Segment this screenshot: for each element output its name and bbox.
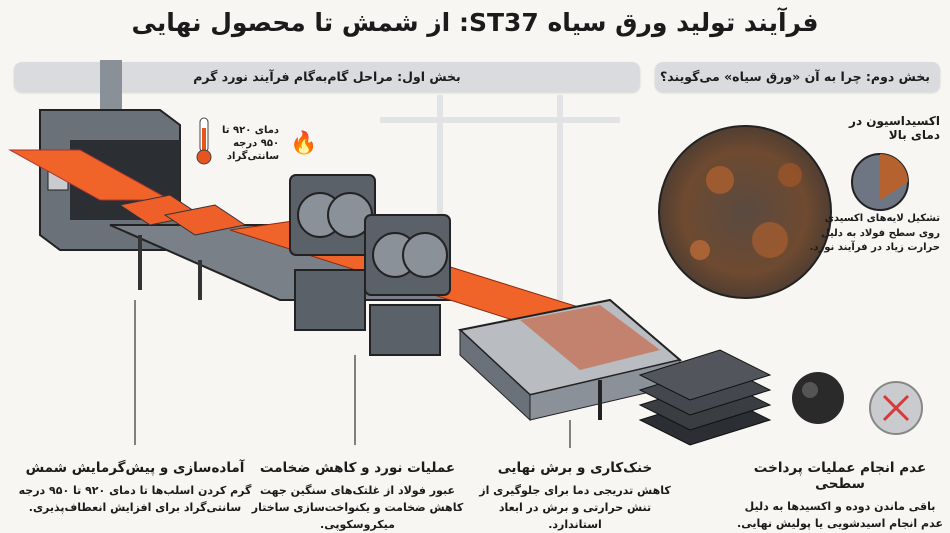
thermometer-icon (196, 117, 212, 165)
fire-icon: 🔥 (290, 130, 317, 156)
temperature-line: ۹۵۰ درجه (233, 138, 280, 149)
soot-residue-image (792, 372, 844, 424)
step-title: عملیات نورد و کاهش ضخامت (259, 460, 456, 476)
no-finish-title: عدم انجام عملیات پرداخت سطحی (753, 460, 927, 492)
slab (163, 204, 247, 236)
stacked-plates (638, 349, 772, 446)
cooling-table (457, 298, 683, 422)
step-title: آماده‌سازی و پیش‌گرمایش شمش (25, 460, 245, 476)
temperature-line: سانتی‌گراد (226, 151, 280, 162)
step-title: خنک‌کاری و برش نهایی (497, 460, 653, 476)
rolling-mill-2 (364, 214, 451, 356)
oxidation-desc: تشکیل لایه‌های اکسیدی روی سطح فولاد به د… (809, 213, 940, 253)
temperature-label: دمای ۹۲۰ تا ۹۵۰ درجه سانتی‌گراد (222, 124, 279, 163)
oxidation-title: اکسیداسیون در دمای بالا (849, 114, 940, 142)
step-cooling: خنک‌کاری و برش نهایی کاهش تدریجی دما برا… (475, 460, 675, 533)
step-preheat: آماده‌سازی و پیش‌گرمایش شمش گرم کردن اسل… (15, 460, 255, 516)
step-rolling: عملیات نورد و کاهش ضخامت عبور فولاد از غ… (245, 460, 470, 533)
no-surface-finish: عدم انجام عملیات پرداخت سطحی باقی ماندن … (735, 460, 945, 532)
oxide-layer-closeup-image (851, 153, 909, 211)
step-desc: کاهش تدریجی دما برای جلوگیری از تنش حرار… (479, 484, 671, 532)
temperature-line: دمای ۹۲۰ تا (222, 125, 280, 136)
chimney (100, 60, 122, 110)
no-polish-cross-icon (869, 381, 923, 435)
page-title: فرآیند تولید ورق سیاه ST37: از شمش تا مح… (131, 8, 819, 37)
section2-header: بخش دوم: چرا به آن «ورق سیاه» می‌گویند؟ (655, 62, 940, 92)
step-desc: عبور فولاد از غلتک‌های سنگین جهت کاهش ضخ… (251, 484, 464, 532)
step-desc: گرم کردن اسلب‌ها تا دمای ۹۲۰ تا ۹۵۰ درجه… (18, 484, 252, 515)
oxidized-surface-image (658, 125, 832, 299)
no-finish-desc: باقی ماندن دوده و اکسیدها به دلیل عدم ان… (737, 500, 943, 531)
rolling-mill-1 (289, 174, 376, 331)
